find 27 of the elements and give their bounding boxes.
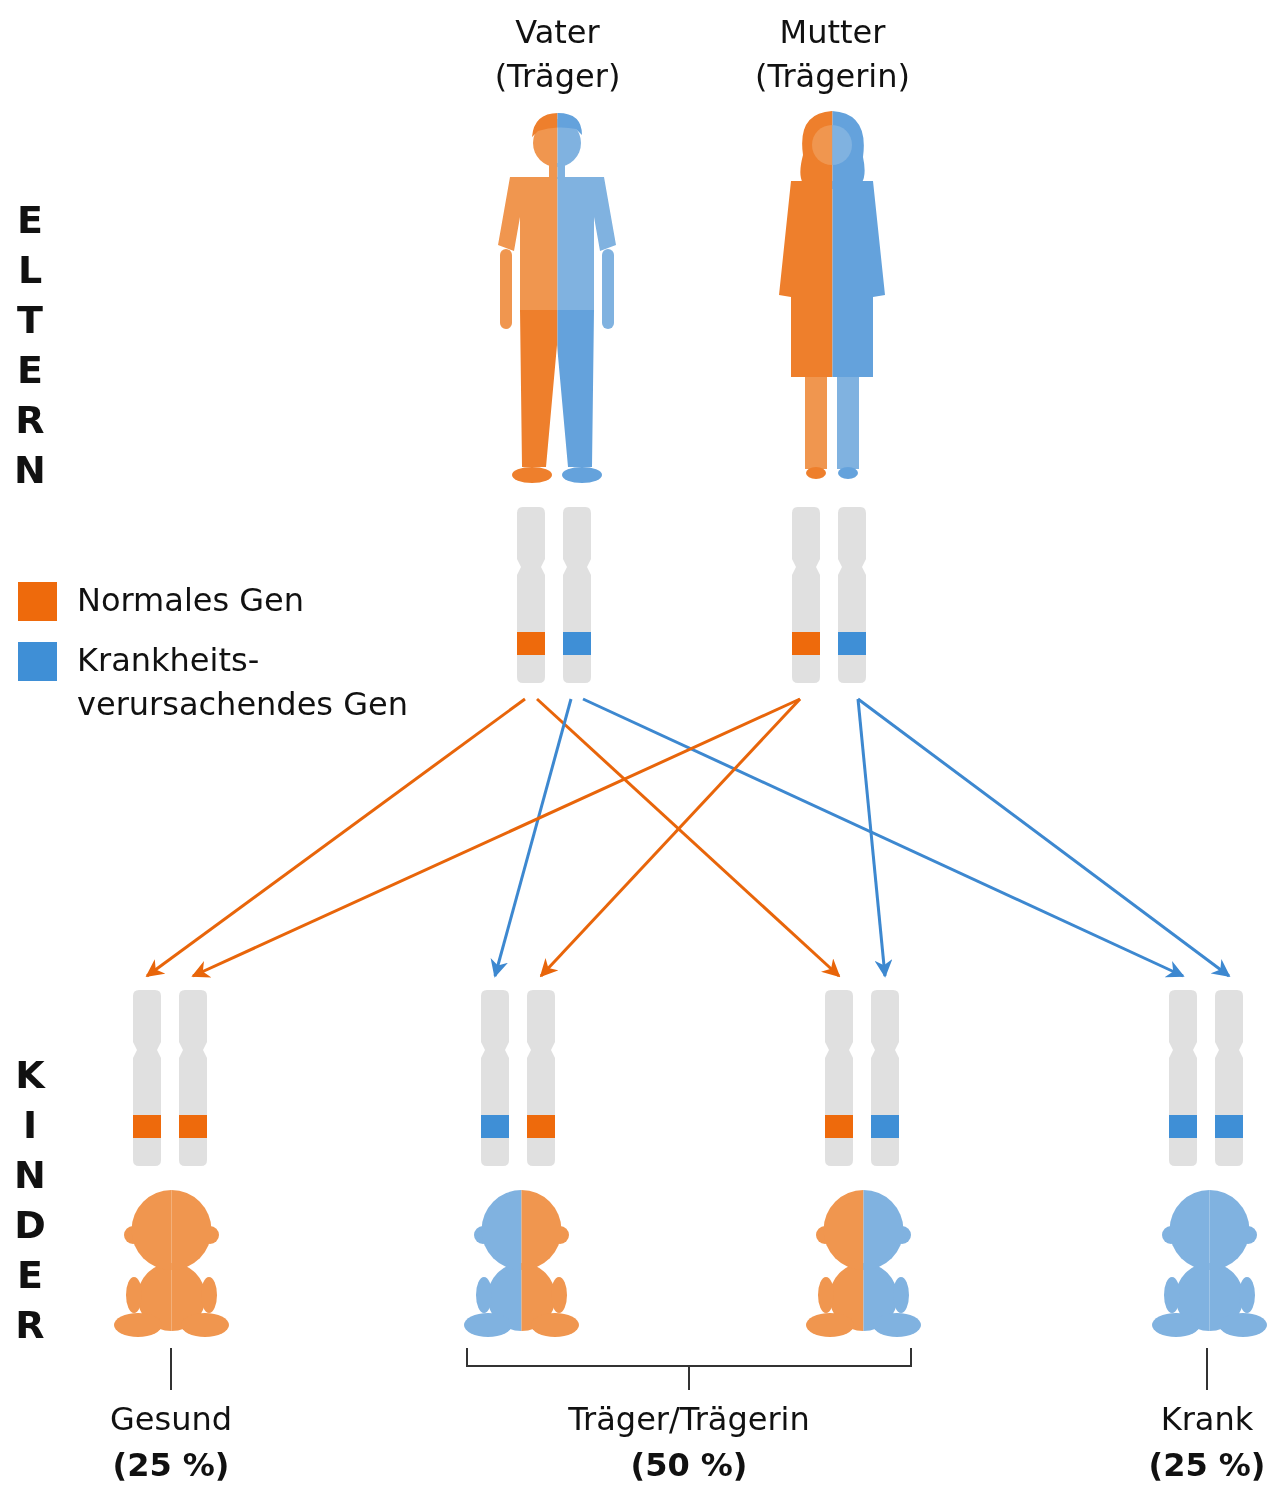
chromosome xyxy=(527,990,555,1166)
outcome-label: Träger/Trägerin (50 %) xyxy=(567,1399,811,1486)
legend-text: Normales Gen xyxy=(77,580,306,621)
vertical-heading: ELTERN xyxy=(13,197,47,494)
chromosome xyxy=(838,507,866,683)
parent-label: Vater (Träger) xyxy=(493,12,622,97)
outcome-label: Gesund (25 %) xyxy=(109,1399,233,1486)
arrow xyxy=(145,697,526,978)
arrow xyxy=(490,698,573,978)
parent-label: Mutter (Trägerin) xyxy=(754,12,911,97)
chromosome xyxy=(825,990,853,1166)
chromosome xyxy=(517,507,545,683)
chromosome xyxy=(481,990,509,1166)
chromosome xyxy=(1169,990,1197,1166)
chromosome xyxy=(1215,990,1243,1166)
legend-text: Krankheits- verursachendes Gen xyxy=(77,640,409,725)
vertical-heading: KINDER xyxy=(13,1052,47,1349)
arrow xyxy=(856,698,893,978)
chromosome xyxy=(179,990,207,1166)
outcome-label: Krank (25 %) xyxy=(1147,1399,1267,1486)
chromosome xyxy=(871,990,899,1166)
arrow xyxy=(857,697,1231,978)
chromosome xyxy=(133,990,161,1166)
arrow xyxy=(191,697,801,978)
arrow xyxy=(582,697,1185,978)
chromosome xyxy=(563,507,591,683)
chromosome xyxy=(792,507,820,683)
